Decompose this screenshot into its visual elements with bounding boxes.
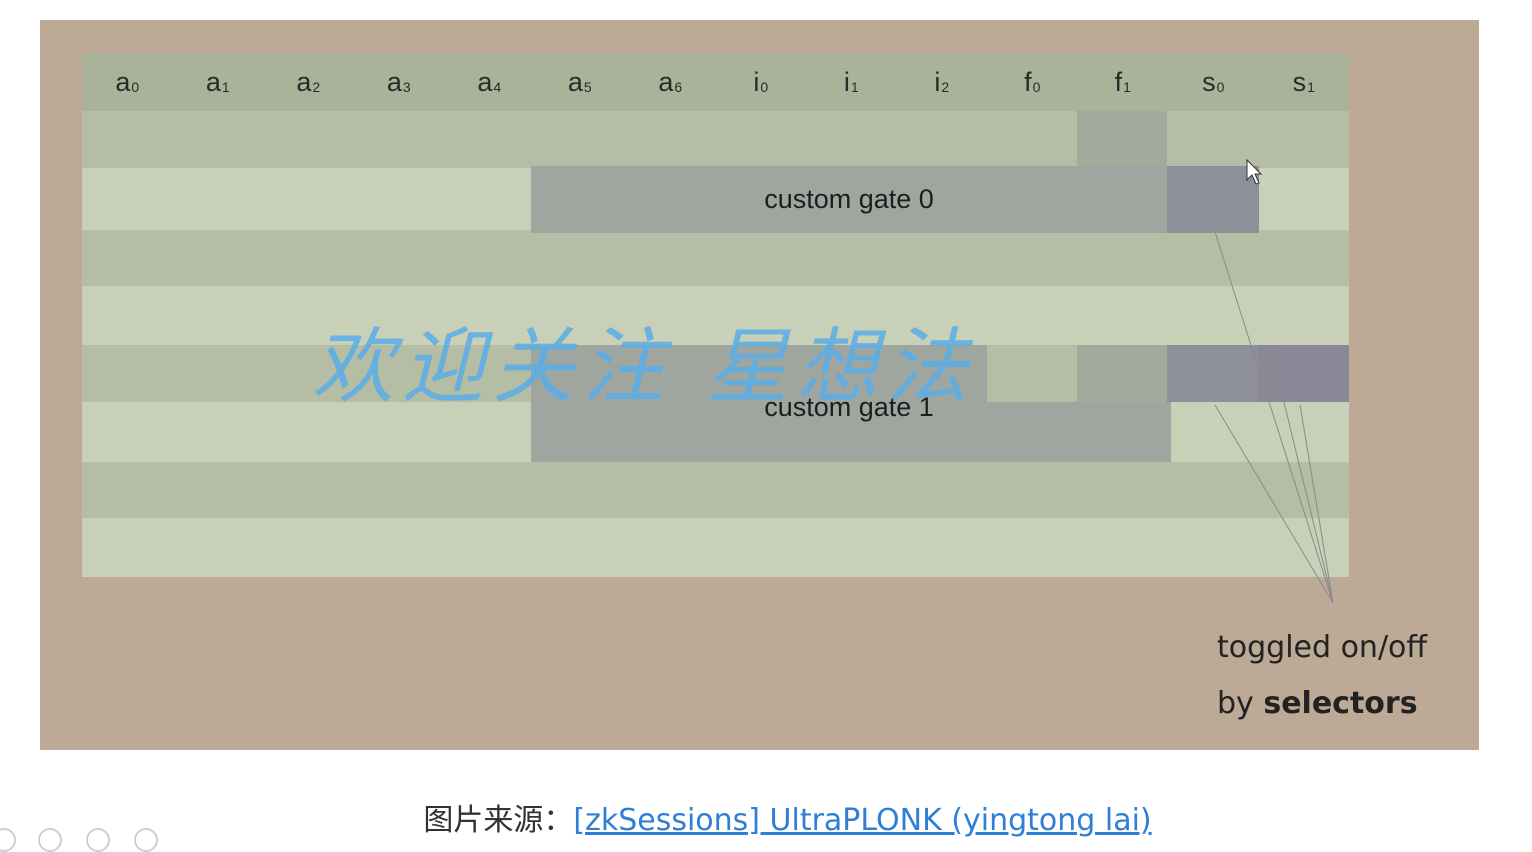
column-header-subscript: 4 xyxy=(493,78,502,95)
column-header-subscript: 3 xyxy=(402,78,411,95)
rotate-icon[interactable] xyxy=(0,828,16,852)
column-header-base: a xyxy=(296,67,312,97)
custom-gate-0-label: custom gate 0 xyxy=(764,184,934,214)
caption-prefix: 图片来源： xyxy=(423,803,574,838)
table-row xyxy=(82,518,1349,577)
column-header-base: a xyxy=(386,67,402,97)
callout-line-1: toggled on/off xyxy=(1217,630,1428,665)
selector-s0-block-2 xyxy=(1167,345,1258,402)
column-header-base: f xyxy=(1024,67,1032,97)
column-header-base: s xyxy=(1292,67,1307,97)
image-source-caption: 图片来源：[zkSessions] UltraPLONK (yingtong l… xyxy=(0,795,1532,839)
column-header-subscript: 1 xyxy=(1123,78,1131,95)
column-header-base: f xyxy=(1114,67,1123,97)
column-header-base: a xyxy=(567,67,583,97)
custom-gate-1-block-f xyxy=(1077,345,1167,402)
source-link[interactable]: [zkSessions] UltraPLONK (yingtong lai) xyxy=(573,803,1152,838)
selector-callout: toggled on/off by selectors xyxy=(1217,620,1517,732)
column-header-subscript: 6 xyxy=(674,78,683,95)
column-header-base: i xyxy=(843,67,850,97)
column-header-base: a xyxy=(205,67,221,97)
column-header-base: i xyxy=(753,67,760,97)
custom-gate-0-block xyxy=(531,166,1167,233)
column-header-subscript: 1 xyxy=(221,78,230,95)
header-row xyxy=(82,54,1349,111)
table-row xyxy=(82,286,1349,345)
custom-gate-1-label: custom gate 1 xyxy=(764,392,934,422)
viewer-toolbar xyxy=(0,826,170,852)
column-header-subscript: 0 xyxy=(1216,78,1225,95)
column-header-subscript: 1 xyxy=(1307,78,1315,95)
column-header-subscript: 2 xyxy=(941,78,950,95)
column-header-subscript: 0 xyxy=(760,78,769,95)
table-row xyxy=(82,230,1349,286)
watermark-text: 欢迎关注 星想法 xyxy=(312,320,977,415)
column-header-subscript: 0 xyxy=(131,78,140,95)
column-header-subscript: 5 xyxy=(583,78,592,95)
f1-cell-block xyxy=(1077,111,1167,168)
callout-line-2: by selectors xyxy=(1217,686,1418,721)
custom-gate-1-block-bottom xyxy=(531,402,1171,462)
selector-s0-block xyxy=(1167,166,1259,233)
table-row xyxy=(82,462,1349,518)
custom-gate-1-block-top xyxy=(531,345,987,402)
callout-bold-word: selectors xyxy=(1263,686,1418,721)
column-header-base: a xyxy=(115,67,131,97)
column-header-base: a xyxy=(477,67,493,97)
column-header-base: s xyxy=(1202,67,1216,97)
column-header-subscript: 0 xyxy=(1032,78,1041,95)
column-header-base: a xyxy=(658,67,674,97)
more-icon[interactable] xyxy=(134,828,158,852)
selector-s1-block xyxy=(1258,345,1349,402)
column-header-subscript: 2 xyxy=(312,78,321,95)
page-icon[interactable] xyxy=(38,828,62,852)
zoom-icon[interactable] xyxy=(86,828,110,852)
mouse-cursor-icon xyxy=(1246,158,1263,185)
column-header-subscript: 1 xyxy=(850,78,859,95)
column-header-base: i xyxy=(934,67,941,97)
